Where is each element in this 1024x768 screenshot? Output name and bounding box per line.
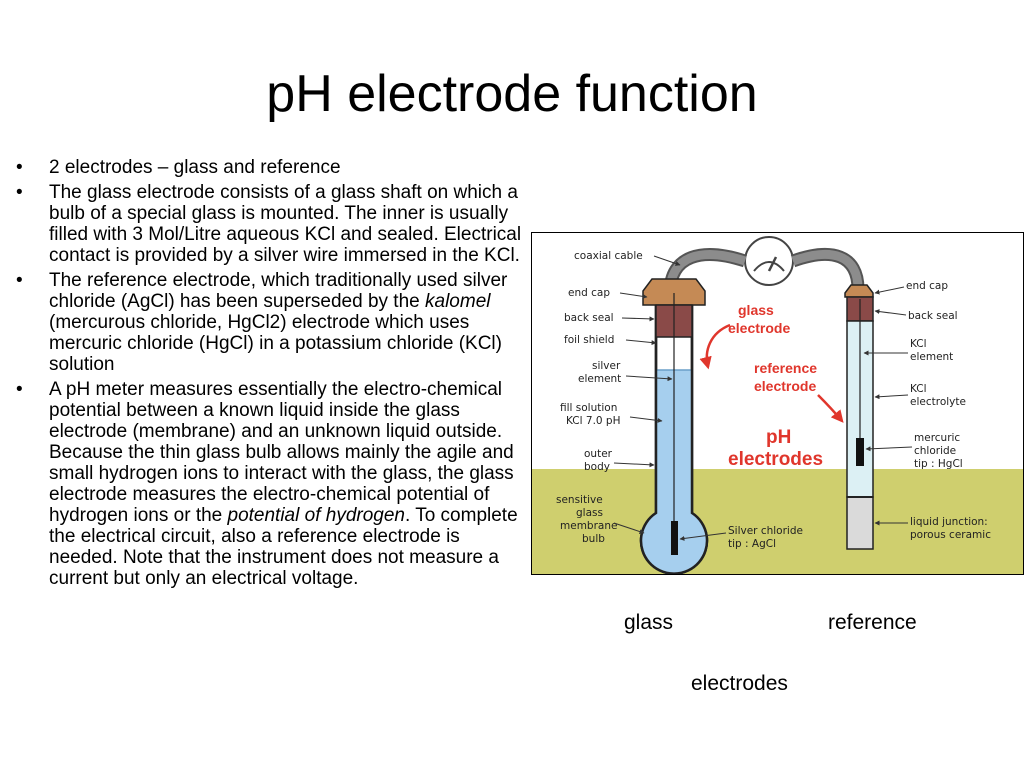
svg-text:glass: glass (738, 302, 774, 318)
svg-text:liquid junction:: liquid junction: (910, 516, 988, 528)
diagram-svg: coaxial cable end cap back seal foil shi… (532, 236, 1023, 574)
svg-text:glass: glass (576, 507, 603, 519)
bullet-list: 2 electrodes – glass and reference The g… (16, 157, 528, 593)
right-labels: end cap back seal KCl element KCl electr… (863, 280, 991, 541)
bullet-item: A pH meter measures essentially the elec… (16, 379, 528, 589)
svg-text:electrode: electrode (754, 378, 816, 394)
slide-title: pH electrode function (266, 65, 758, 123)
svg-text:outer: outer (584, 448, 613, 460)
svg-text:electrolyte: electrolyte (910, 396, 966, 408)
bullet-item: The glass electrode consists of a glass … (16, 182, 528, 266)
svg-text:element: element (910, 351, 953, 363)
meter-gauge (744, 236, 794, 286)
test-solution (532, 469, 1023, 574)
svg-text:bulb: bulb (582, 533, 605, 545)
svg-text:coaxial cable: coaxial cable (574, 250, 643, 262)
svg-text:back seal: back seal (908, 310, 958, 322)
svg-text:KCl: KCl (910, 338, 927, 350)
bullet-text: The reference electrode, which tradition… (49, 270, 508, 312)
bullet-text: . To complete the electrical circuit, al… (49, 505, 518, 589)
svg-text:mercuric: mercuric (914, 432, 960, 444)
bullet-text: 2 electrodes – glass and reference (49, 157, 341, 178)
bullet-text: The glass electrode consists of a glass … (49, 182, 522, 266)
caption-glass: glass (624, 611, 674, 634)
italic-text: kalomel (425, 291, 491, 312)
svg-text:porous ceramic: porous ceramic (910, 529, 991, 541)
reference-electrode (844, 284, 874, 550)
svg-text:end cap: end cap (906, 280, 948, 292)
caption-electrodes: electrodes (691, 672, 788, 695)
svg-text:pH: pH (766, 427, 791, 448)
svg-text:tip : HgCl: tip : HgCl (914, 458, 963, 470)
bullet-item: 2 electrodes – glass and reference (16, 157, 528, 178)
svg-text:back seal: back seal (564, 312, 614, 324)
left-labels: coaxial cable end cap back seal foil shi… (556, 250, 681, 545)
svg-text:Silver chloride: Silver chloride (728, 525, 803, 537)
svg-text:electrode: electrode (728, 320, 790, 336)
svg-text:end cap: end cap (568, 287, 610, 299)
svg-text:sensitive: sensitive (556, 494, 603, 506)
svg-text:body: body (584, 461, 610, 473)
svg-text:reference: reference (754, 360, 817, 376)
svg-text:silver: silver (592, 360, 621, 372)
svg-text:membrane: membrane (560, 520, 617, 532)
bullet-text: (mercurous chloride, HgCl2) electrode wh… (49, 312, 502, 375)
svg-text:chloride: chloride (914, 445, 956, 457)
svg-text:foil shield: foil shield (564, 334, 614, 346)
ph-electrode-diagram: coaxial cable end cap back seal foil shi… (531, 232, 1024, 575)
center-labels: Silver chloride tip : AgCl glass electro… (679, 302, 844, 550)
svg-text:element: element (578, 373, 621, 385)
svg-text:KCl: KCl (910, 383, 927, 395)
svg-text:fill solution: fill solution (560, 402, 617, 414)
svg-text:KCl 7.0 pH: KCl 7.0 pH (566, 415, 621, 427)
svg-text:tip : AgCl: tip : AgCl (728, 538, 776, 550)
bullet-text: A pH meter measures essentially the elec… (49, 379, 514, 526)
caption-reference: reference (828, 611, 917, 634)
italic-text: potential of hydrogen (227, 505, 405, 526)
glass-electrode (639, 278, 709, 574)
svg-text:electrodes: electrodes (728, 449, 823, 470)
bullet-item: The reference electrode, which tradition… (16, 270, 528, 375)
